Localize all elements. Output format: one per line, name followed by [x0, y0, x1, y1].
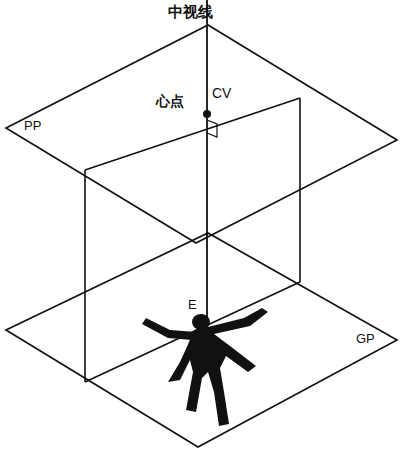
vertical-edge [84, 170, 86, 382]
center-point-dot [203, 110, 211, 118]
cv-label: CV [212, 86, 231, 101]
central-sight-line [206, 0, 208, 320]
sight-line-label: 中视线 [168, 4, 213, 21]
picture-plane [6, 25, 397, 243]
person-silhouette [142, 308, 268, 426]
center-point-label: 心点 [156, 94, 184, 109]
eye-label: E [188, 298, 197, 312]
plane-label: PP [24, 119, 41, 133]
plane-label: GP [356, 332, 375, 346]
plane-line [85, 98, 300, 170]
ground-plane [6, 233, 397, 447]
right-angle-mark [207, 120, 217, 137]
